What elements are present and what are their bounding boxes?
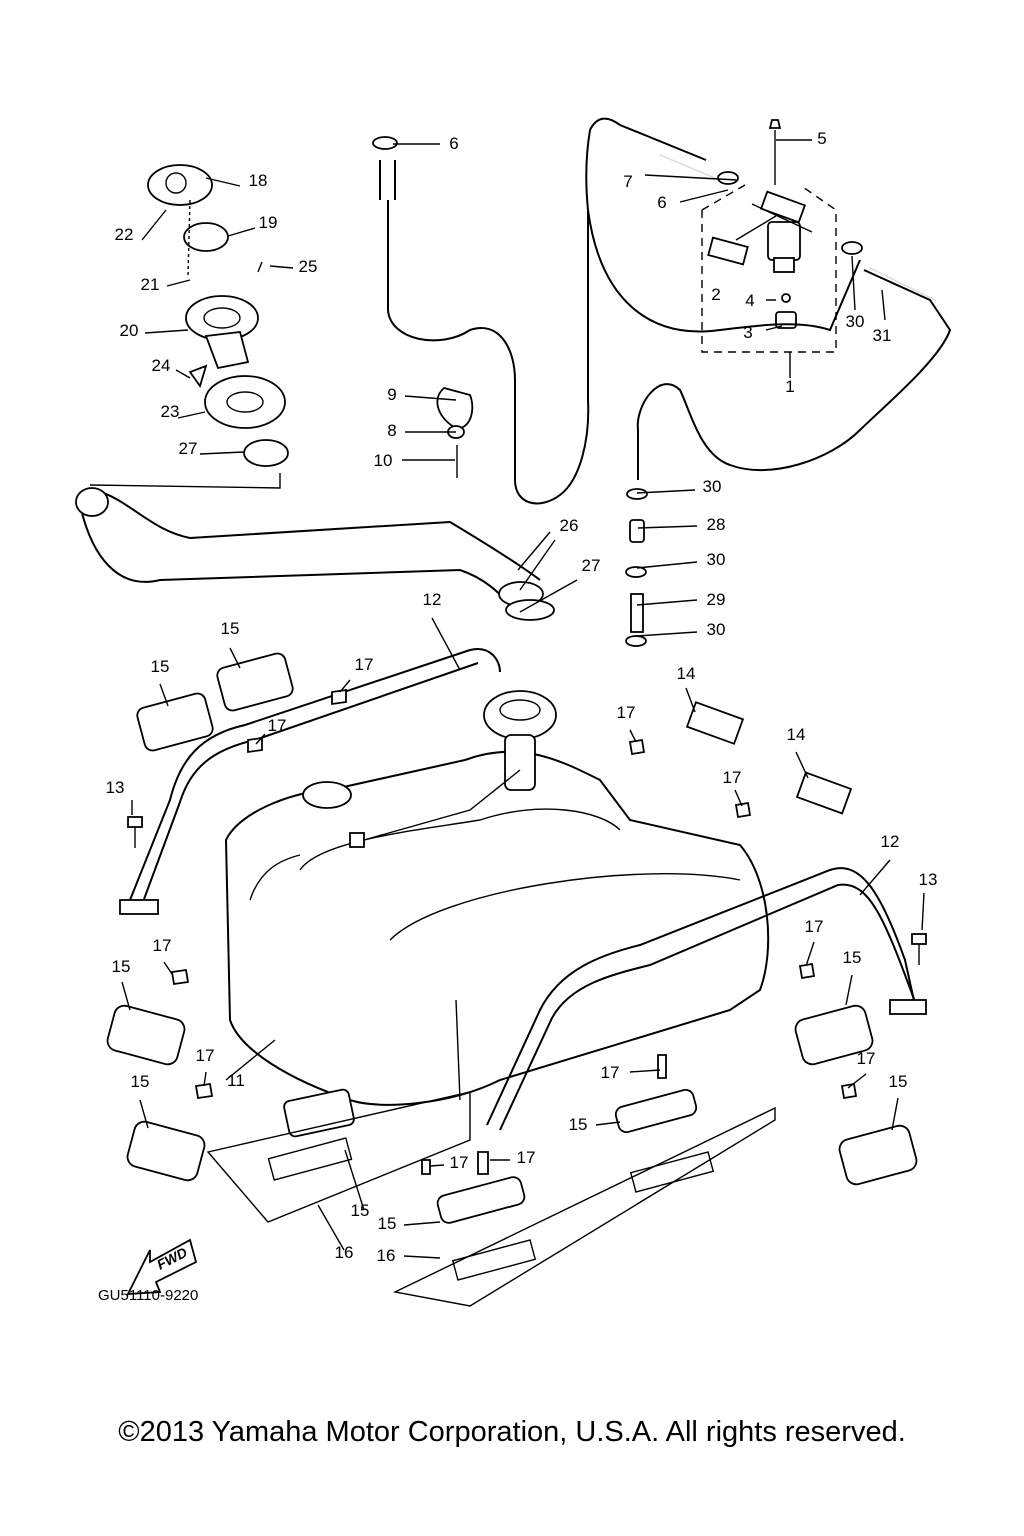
- callout-14: 14: [677, 664, 696, 683]
- callout-27: 27: [582, 556, 601, 575]
- callout-22: 22: [115, 225, 134, 244]
- callout-11: 11: [227, 1071, 245, 1090]
- callout-17: 17: [268, 716, 287, 735]
- callout-16: 16: [335, 1243, 354, 1262]
- hose-clamps: [372, 136, 863, 647]
- callout-17: 17: [153, 936, 172, 955]
- callout-30: 30: [707, 620, 726, 639]
- callout-15: 15: [378, 1214, 397, 1233]
- callout-4: 4: [745, 291, 754, 310]
- callout-27: 27: [179, 439, 198, 458]
- callout-17: 17: [857, 1049, 876, 1068]
- callout-9: 9: [387, 385, 396, 404]
- callout-19: 19: [259, 213, 278, 232]
- callout-15: 15: [351, 1201, 370, 1220]
- fwd-arrow-icon: FWD: [126, 1238, 198, 1295]
- callout-17: 17: [723, 768, 742, 787]
- callout-15: 15: [569, 1115, 588, 1134]
- base-plates: [206, 1091, 776, 1307]
- callout-labels: 1234566789101112121313141415151515151515…: [106, 129, 938, 1265]
- callout-23: 23: [161, 402, 180, 421]
- callout-7: 7: [623, 172, 632, 191]
- fuel-hose-routing: [379, 117, 952, 505]
- callout-17: 17: [355, 655, 374, 674]
- callout-6: 6: [657, 193, 666, 212]
- callout-25: 25: [299, 257, 318, 276]
- callout-12: 12: [881, 832, 900, 851]
- fuel-tank-exploded-diagram: FWD 123456678910111212131314141515151515…: [75, 117, 952, 1307]
- callout-18: 18: [249, 171, 268, 190]
- fuel-tank: [224, 690, 770, 1106]
- callout-30: 30: [846, 312, 865, 331]
- callout-20: 20: [120, 321, 139, 340]
- callout-15: 15: [112, 957, 131, 976]
- callout-26: 26: [560, 516, 579, 535]
- callout-17: 17: [805, 917, 824, 936]
- filler-cap-assembly: [147, 164, 289, 467]
- callout-15: 15: [131, 1072, 150, 1091]
- callout-17: 17: [450, 1153, 469, 1172]
- callout-28: 28: [707, 515, 726, 534]
- diagram-code: GU51110-9220: [98, 1287, 198, 1304]
- callout-1: 1: [785, 377, 794, 396]
- callout-8: 8: [387, 421, 396, 440]
- copyright-notice: ©2013 Yamaha Motor Corporation, U.S.A. A…: [118, 1416, 906, 1448]
- rubber-pads: [106, 652, 918, 1224]
- leader-lines: [121, 139, 925, 1259]
- callout-15: 15: [843, 948, 862, 967]
- callout-17: 17: [517, 1148, 536, 1167]
- callout-3: 3: [743, 323, 752, 342]
- callout-15: 15: [151, 657, 170, 676]
- callout-31: 31: [873, 326, 892, 345]
- callout-24: 24: [152, 356, 171, 375]
- callout-14: 14: [787, 725, 806, 744]
- callout-29: 29: [707, 590, 726, 609]
- callout-15: 15: [221, 619, 240, 638]
- callout-6: 6: [449, 134, 458, 153]
- callout-12: 12: [423, 590, 442, 609]
- callout-21: 21: [141, 275, 160, 294]
- callout-30: 30: [707, 550, 726, 569]
- callout-10: 10: [374, 451, 393, 470]
- callout-30: 30: [703, 477, 722, 496]
- callout-17: 17: [196, 1046, 215, 1065]
- callout-17: 17: [617, 703, 636, 722]
- callout-15: 15: [889, 1072, 908, 1091]
- fuel-filter-assembly: [701, 119, 837, 353]
- callout-13: 13: [919, 870, 938, 889]
- callout-2: 2: [711, 285, 720, 304]
- callout-17: 17: [601, 1063, 620, 1082]
- callout-13: 13: [106, 778, 125, 797]
- callout-5: 5: [817, 129, 826, 148]
- filler-hose: [75, 473, 555, 621]
- callout-16: 16: [377, 1246, 396, 1265]
